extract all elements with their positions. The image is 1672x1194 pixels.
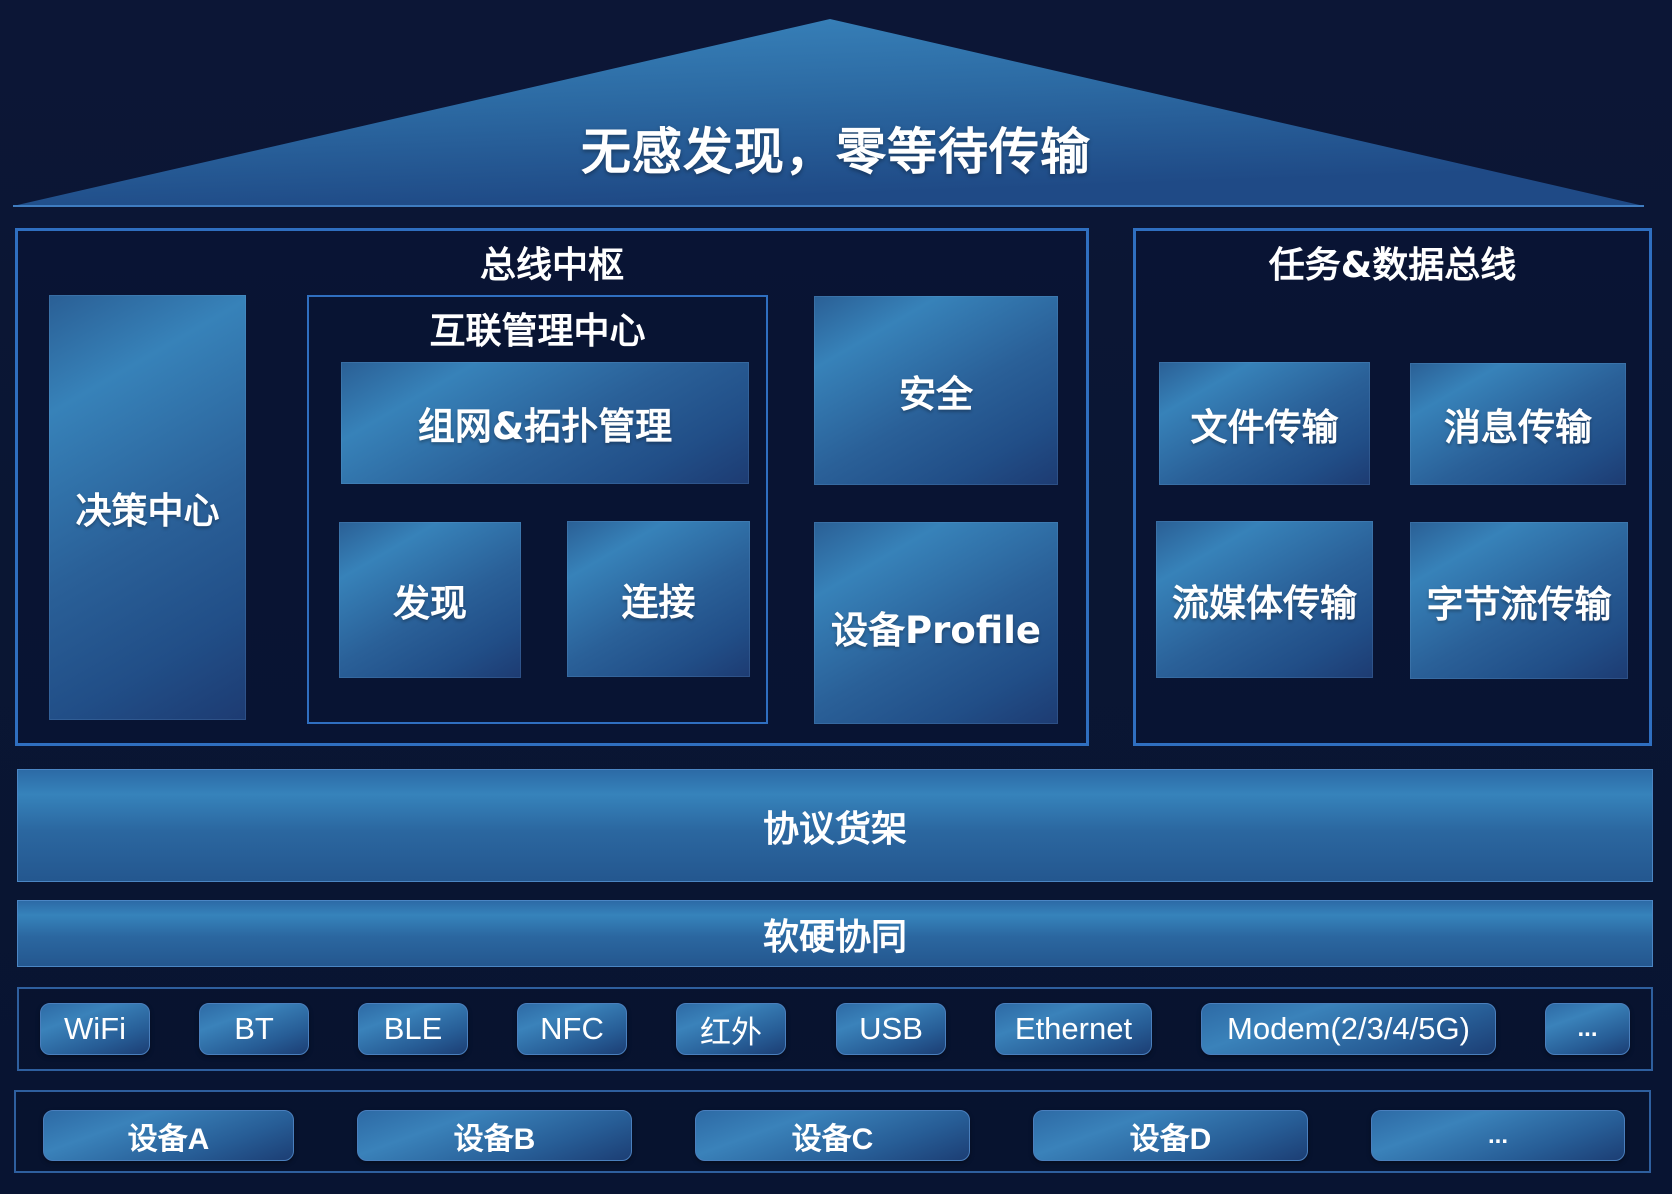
hw-sw-synergy-band[interactable]: 软硬协同 [17,900,1653,967]
chip-nfc-label: NFC [540,1011,604,1046]
chip-ble-label: BLE [383,1011,443,1046]
networking-topology-label: 组网&拓扑管理 [417,405,673,448]
device-a-label: 设备A [127,1122,210,1156]
chip-ethernet-label: Ethernet [1014,1011,1133,1046]
streaming-transfer-label: 流媒体传输 [1172,581,1357,625]
connection-label: 连接 [621,581,696,624]
networking-topology-tile[interactable]: 组网&拓扑管理 [341,362,749,484]
discovery-label: 发现 [393,582,467,625]
chip-usb-label: USB [859,1011,923,1046]
message-transfer-tile[interactable]: 消息传输 [1410,363,1626,485]
bus-hub-title: 总线中枢 [479,245,624,286]
more-icon: ... [1487,1121,1508,1149]
protocol-shelf-label: 协议货架 [762,808,907,850]
message-transfer-label: 消息传输 [1444,406,1592,449]
bytestream-transfer-label: 字节流传输 [1426,582,1612,626]
roof-title: 无感发现，零等待传输 [581,123,1091,181]
device-d-chip[interactable]: 设备D [1033,1110,1308,1161]
device-c-chip[interactable]: 设备C [695,1110,970,1161]
decision-center-tile[interactable]: 决策中心 [49,295,246,720]
chip-bt[interactable]: BT [199,1003,309,1055]
decision-center-label: 决策中心 [75,490,220,532]
chip-wifi-label: WiFi [64,1011,126,1046]
protocol-shelf-band[interactable]: 协议货架 [17,769,1653,882]
chip-usb[interactable]: USB [836,1003,946,1055]
device-c-label: 设备C [791,1122,874,1156]
chip-ethernet[interactable]: Ethernet [995,1003,1152,1055]
device-a-chip[interactable]: 设备A [43,1110,294,1161]
device-profile-label: 设备Profile [831,609,1041,652]
file-transfer-label: 文件传输 [1190,405,1339,449]
discovery-tile[interactable]: 发现 [339,522,521,678]
chip-nfc[interactable]: NFC [517,1003,627,1055]
device-profile-tile[interactable]: 设备Profile [814,522,1058,724]
chip-infrared-label: 红外 [700,1014,762,1050]
chip-wifi[interactable]: WiFi [40,1003,150,1055]
bytestream-transfer-tile[interactable]: 字节流传输 [1410,522,1628,679]
hw-sw-synergy-label: 软硬协同 [762,916,907,958]
device-more-chip[interactable]: ... [1371,1110,1625,1161]
interconnect-title: 互联管理中心 [429,311,646,352]
chip-more-connectivity[interactable]: ... [1545,1003,1630,1055]
device-b-chip[interactable]: 设备B [357,1110,632,1161]
security-tile[interactable]: 安全 [814,296,1058,485]
more-icon: ... [1577,1015,1598,1042]
device-d-label: 设备D [1129,1122,1212,1156]
connection-tile[interactable]: 连接 [567,521,750,677]
security-label: 安全 [899,373,973,416]
chip-infrared[interactable]: 红外 [676,1003,786,1055]
task-data-bus-title: 任务&数据总线 [1268,245,1517,286]
roof-triangle [13,19,1644,207]
streaming-transfer-tile[interactable]: 流媒体传输 [1156,521,1373,678]
chip-ble[interactable]: BLE [358,1003,468,1055]
device-b-label: 设备B [453,1122,536,1156]
chip-bt-label: BT [234,1011,274,1046]
chip-modem[interactable]: Modem(2/3/4/5G) [1201,1003,1496,1055]
file-transfer-tile[interactable]: 文件传输 [1159,362,1370,485]
chip-modem-label: Modem(2/3/4/5G) [1227,1011,1470,1046]
